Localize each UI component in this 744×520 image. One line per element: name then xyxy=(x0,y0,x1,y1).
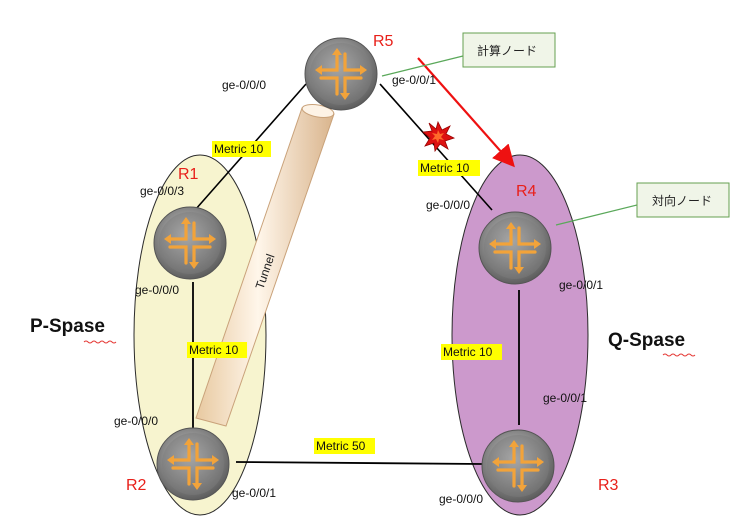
router-label-r2: R2 xyxy=(126,477,147,494)
iface-r3-top: ge-0/0/1 xyxy=(543,391,587,405)
iface-r2-bottom: ge-0/0/1 xyxy=(232,486,276,500)
router-r5-icon[interactable] xyxy=(303,36,379,112)
iface-r4-left: ge-0/0/0 xyxy=(426,198,470,212)
router-label-r3: R3 xyxy=(598,477,619,494)
router-r1-icon[interactable] xyxy=(152,205,228,281)
router-label-r1: R1 xyxy=(178,166,199,183)
iface-r1-top: ge-0/0/3 xyxy=(140,184,184,198)
iface-r2-top: ge-0/0/0 xyxy=(114,414,158,428)
link-r2-r3 xyxy=(235,461,483,465)
callout-remote-leader xyxy=(555,204,638,226)
metric-r5-r4: Metric 10 xyxy=(420,161,470,175)
router-r3-icon[interactable] xyxy=(480,428,556,504)
failure-arrow xyxy=(417,57,515,168)
router-label-r5: R5 xyxy=(373,33,394,50)
callout-compute-text: 計算ノード xyxy=(477,43,537,58)
callout-remote-box xyxy=(636,182,730,218)
p-space-squiggle xyxy=(83,340,117,344)
callout-compute-box xyxy=(462,32,556,68)
iface-r1-bottom: ge-0/0/0 xyxy=(135,283,179,297)
metric-r2-r3: Metric 50 xyxy=(316,439,366,453)
router-r2-icon[interactable] xyxy=(155,426,231,502)
q-space-squiggle xyxy=(662,353,696,357)
iface-r3-bottom: ge-0/0/0 xyxy=(439,492,483,506)
iface-r4-right: ge-0/0/1 xyxy=(559,278,603,292)
metric-r4-r3: Metric 10 xyxy=(443,345,493,359)
router-label-r4: R4 xyxy=(516,183,537,200)
callout-remote-text: 対向ノード xyxy=(652,193,712,208)
iface-r5-left: ge-0/0/0 xyxy=(222,78,266,92)
metric-r1-r2: Metric 10 xyxy=(189,343,239,357)
p-space-label: P-Spase xyxy=(30,316,105,337)
router-r4-icon[interactable] xyxy=(477,210,553,286)
q-space-label: Q-Spase xyxy=(608,330,685,351)
callout-compute-leader xyxy=(381,55,464,77)
metric-r5-r1: Metric 10 xyxy=(214,142,264,156)
iface-r5-right: ge-0/0/1 xyxy=(392,73,436,87)
link-failure-burst-icon xyxy=(422,120,456,153)
